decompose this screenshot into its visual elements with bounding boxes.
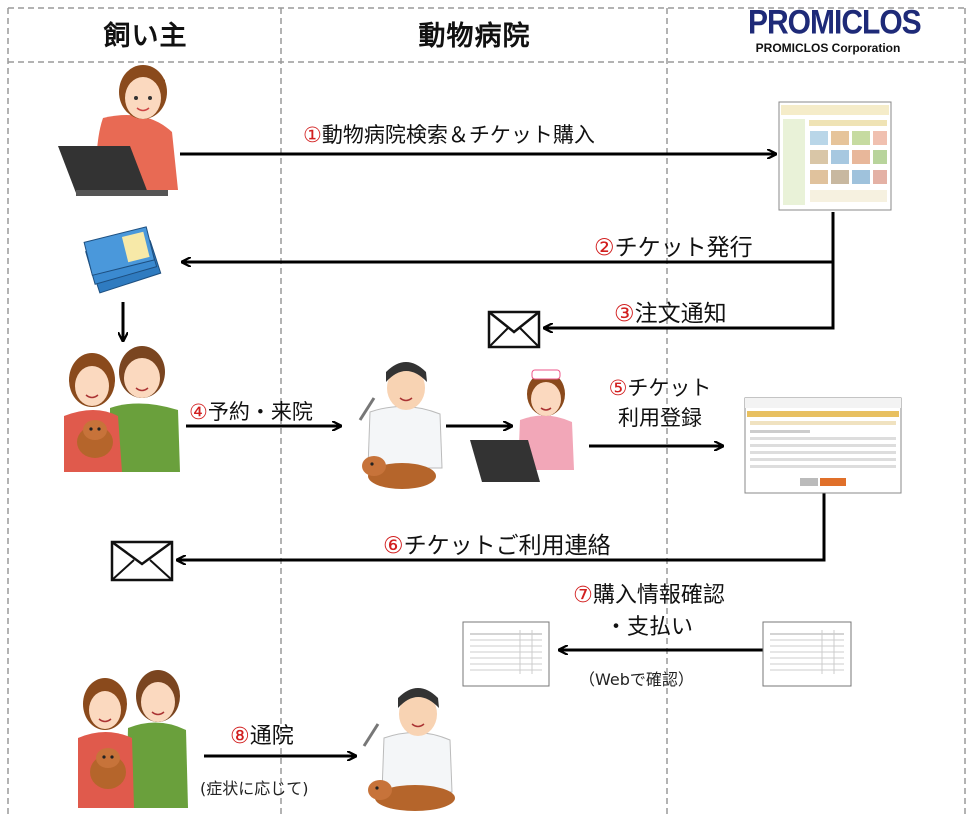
registration-form-screenshot-icon bbox=[744, 397, 902, 494]
column-header-hospital: 動物病院 bbox=[418, 21, 531, 52]
arrow-step3 bbox=[545, 262, 835, 328]
step-7-note: （Webで確認） bbox=[579, 670, 694, 689]
owner-person-laptop-icon bbox=[58, 65, 178, 196]
purchase-report-document-icon-source bbox=[762, 621, 852, 687]
column-header-owner: 飼い主 bbox=[103, 21, 188, 52]
purchase-report-document-icon bbox=[462, 621, 550, 687]
arrow-step6 bbox=[178, 492, 826, 560]
website-screenshot-icon bbox=[778, 101, 892, 211]
step-4-label: ④予約・来院 bbox=[189, 400, 313, 424]
mail-icon-owner bbox=[110, 540, 174, 582]
vet-with-dog-icon-visit bbox=[362, 688, 455, 811]
flow-arrows bbox=[123, 154, 835, 756]
step-7-label: ⑦購入情報確認・支払い bbox=[573, 583, 725, 640]
step-2-label: ②チケット発行 bbox=[594, 235, 753, 261]
ticket-stack-icon bbox=[83, 226, 162, 294]
owner-couple-with-dog-icon-visit bbox=[78, 670, 188, 808]
step-5-label: ⑤チケット利用登録 bbox=[608, 376, 712, 430]
company-name: PROMICLOS Corporation bbox=[755, 41, 901, 55]
step-3-label: ③注文通知 bbox=[614, 301, 727, 327]
vet-with-dog-icon bbox=[358, 362, 443, 489]
nurse-laptop-icon bbox=[470, 369, 574, 482]
promiclos-logo: PROMICLOS bbox=[748, 3, 922, 42]
owner-couple-with-dog-icon bbox=[64, 346, 180, 472]
step-6-label: ⑥チケットご利用連絡 bbox=[383, 533, 611, 559]
step-1-label: ①動物病院検索＆チケット購入 bbox=[303, 123, 595, 147]
step-8-note: (症状に応じて) bbox=[200, 779, 309, 798]
table-grid bbox=[7, 7, 966, 818]
mail-icon bbox=[487, 310, 541, 349]
step-8-label: ⑧通院 bbox=[230, 724, 294, 749]
